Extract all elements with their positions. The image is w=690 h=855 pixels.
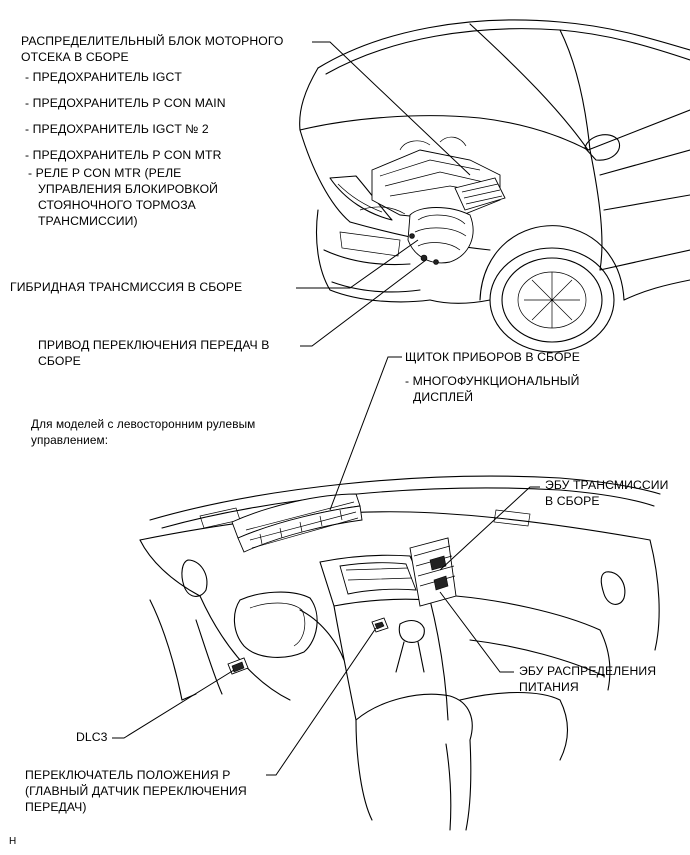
label-lhd-note: Для моделей с левосторонним рулевым [31,417,256,431]
leader-lines [112,41,540,776]
figure-code: H [9,836,17,847]
dashboard-illustration [139,475,661,831]
label-transmission-ecu-cont: В СБОРЕ [545,494,600,508]
label-shift-actuator-cont: СБОРЕ [38,354,81,368]
label-p-position-switch-cont: (ГЛАВНЫЙ ДАТЧИК ПЕРЕКЛЮЧЕНИЯ [25,784,247,798]
label-relay-line1: - РЕЛЕ P CON MTR (РЕЛЕ [28,166,182,180]
label-engine-block-title: РАСПРЕДЕЛИТЕЛЬНЫЙ БЛОК МОТОРНОГО [21,34,284,48]
label-hybrid-transmission: ГИБРИДНАЯ ТРАНСМИССИЯ В СБОРЕ [10,280,243,294]
label-power-distribution-ecu: ЭБУ РАСПРЕДЕЛЕНИЯ [519,664,657,678]
label-engine-block-title-cont: ОТСЕКА В СБОРЕ [21,50,129,64]
label-relay-line2: УПРАВЛЕНИЯ БЛОКИРОВКОЙ [38,182,219,196]
label-relay-line3: СТОЯНОЧНОГО ТОРМОЗА [38,198,196,212]
label-fuse-pcon-mtr: - ПРЕДОХРАНИТЕЛЬ P CON MTR [25,148,222,162]
label-multi-display: - МНОГОФУНКЦИОНАЛЬНЫЙ [405,374,580,388]
label-dlc3: DLC3 [76,730,108,744]
label-fuse-igct: - ПРЕДОХРАНИТЕЛЬ IGCT [25,70,182,84]
engine-compartment [359,136,506,265]
label-shift-actuator: ПРИВОД ПЕРЕКЛЮЧЕНИЯ ПЕРЕДАЧ В [38,338,270,352]
label-transmission-ecu: ЭБУ ТРАНСМИССИИ [545,478,669,492]
label-combination-meter: ЩИТОК ПРИБОРОВ В СБОРЕ [405,350,581,364]
label-multi-display-cont: ДИСПЛЕЙ [413,390,474,404]
label-fuse-igct2: - ПРЕДОХРАНИТЕЛЬ IGCT № 2 [25,122,209,136]
label-power-distribution-ecu-cont: ПИТАНИЯ [519,680,579,694]
label-p-position-switch: ПЕРЕКЛЮЧАТЕЛЬ ПОЛОЖЕНИЯ P [25,768,231,782]
label-p-position-switch-cont2: ПЕРЕДАЧ) [25,800,87,814]
label-fuse-pcon-main: - ПРЕДОХРАНИТЕЛЬ P CON MAIN [25,96,226,110]
label-relay-line4: ТРАНСМИССИИ) [38,214,138,228]
label-lhd-note-cont: управлением: [31,433,109,447]
